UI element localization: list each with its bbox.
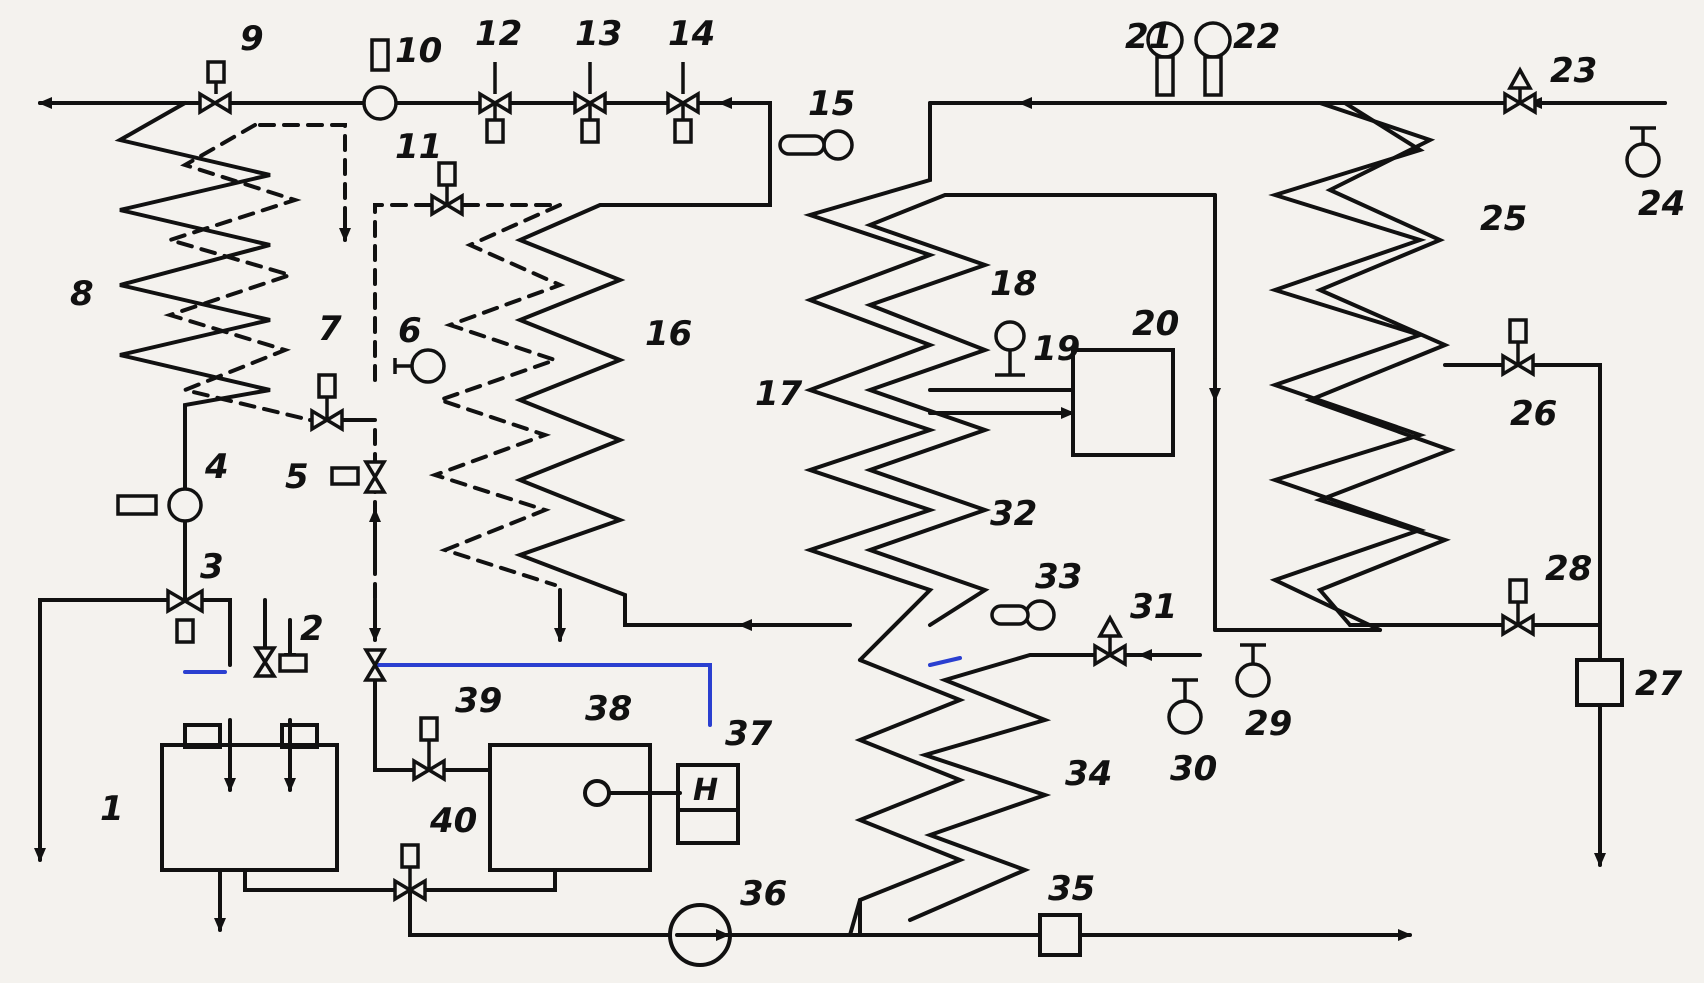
label-5: 5 — [285, 457, 309, 497]
label-15: 15 — [808, 84, 855, 124]
gauge-29 — [1235, 662, 1271, 698]
valve-3 — [166, 587, 204, 644]
label-36: 36 — [740, 874, 787, 914]
label-18: 18 — [990, 264, 1037, 304]
label-32: 32 — [990, 494, 1037, 534]
label-24: 24 — [1638, 184, 1685, 224]
top-header-pipe — [38, 97, 772, 207]
valve-39 — [412, 716, 446, 783]
label-25: 25 — [1480, 199, 1527, 239]
gauge-6 — [410, 348, 446, 384]
unit-20 — [1071, 348, 1175, 457]
label-33: 33 — [1035, 557, 1082, 597]
valve-28 — [1501, 578, 1535, 638]
valve-40 — [393, 843, 427, 903]
flowmeter-10 — [362, 85, 398, 121]
valve-14 — [666, 62, 700, 144]
valve-12 — [478, 62, 512, 144]
label-10: 10 — [395, 31, 442, 71]
label-3: 3 — [200, 547, 224, 587]
label-8: 8 — [70, 274, 94, 314]
valve-13 — [573, 62, 607, 144]
coil-17 — [803, 101, 937, 662]
indicator-37-letter: H — [693, 773, 718, 808]
label-20: 20 — [1132, 304, 1179, 344]
label-21: 21 — [1125, 17, 1172, 57]
label-30: 30 — [1170, 749, 1217, 789]
label-14: 14 — [668, 14, 715, 54]
label-34: 34 — [1065, 754, 1112, 794]
label-7: 7 — [318, 309, 342, 349]
label-29: 29 — [1245, 704, 1292, 744]
label-40: 40 — [429, 801, 477, 841]
label-11: 11 — [395, 127, 442, 167]
label-12: 12 — [475, 14, 522, 54]
gauge-33 — [1024, 599, 1056, 631]
coil-25-dotted — [1304, 101, 1667, 627]
valve-26 — [1501, 318, 1535, 378]
coil-18 — [863, 193, 1217, 627]
label-6: 6 — [398, 311, 422, 351]
label-28: 28 — [1545, 549, 1592, 589]
unit-38 — [488, 743, 652, 872]
label-9: 9 — [240, 19, 264, 59]
label-19: 19 — [1033, 329, 1080, 369]
gauge-4 — [167, 487, 203, 523]
valve-7 — [310, 373, 344, 433]
indicator-37 — [676, 763, 740, 845]
label-16: 16 — [645, 314, 692, 354]
valve-5 — [330, 460, 388, 494]
coil-34 — [847, 658, 1332, 937]
gauge-24 — [1625, 142, 1661, 178]
label-38: 38 — [585, 689, 632, 729]
label-1: 1 — [100, 789, 124, 829]
label-2: 2 — [300, 609, 324, 649]
label-35: 35 — [1048, 869, 1095, 909]
gauge-22 — [1194, 21, 1232, 59]
coil-8 — [114, 101, 271, 472]
label-37: 37 — [725, 714, 773, 754]
label-26: 26 — [1510, 394, 1557, 434]
valve-2 — [252, 646, 308, 678]
label-39: 39 — [455, 681, 502, 721]
valve-5b — [362, 648, 388, 682]
label-13: 13 — [575, 14, 622, 54]
unit-35 — [1038, 913, 1082, 957]
coil-8-dashed — [258, 123, 347, 237]
gauge-19 — [994, 320, 1026, 352]
label-23: 23 — [1550, 51, 1597, 91]
valve-11 — [430, 161, 464, 218]
tank-1 — [160, 743, 339, 872]
coil-34-dotted — [908, 653, 1192, 922]
valve-31 — [1093, 614, 1127, 668]
dashed-riser — [373, 203, 562, 382]
label-31: 31 — [1130, 587, 1177, 627]
valve-23 — [1503, 66, 1537, 116]
label-22: 22 — [1233, 17, 1280, 57]
coil-16-dashed — [428, 203, 566, 587]
gauge-15 — [822, 129, 854, 161]
valve-9 — [198, 60, 232, 116]
unit-27 — [1575, 658, 1624, 707]
label-4: 4 — [204, 447, 229, 487]
label-17: 17 — [755, 374, 803, 414]
coil-8-dashed-inner — [163, 123, 312, 422]
component-labels: 1 2 3 4 5 6 7 8 9 10 11 12 13 14 15 16 1… — [70, 14, 1685, 914]
gauge-30 — [1167, 699, 1203, 735]
coil-16 — [514, 203, 852, 627]
label-27: 27 — [1635, 664, 1683, 704]
